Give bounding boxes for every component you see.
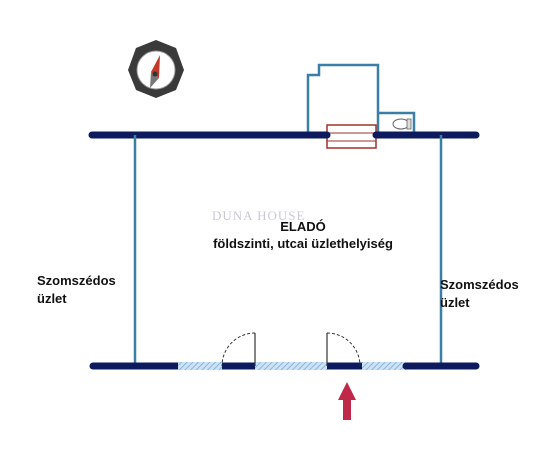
door-arc	[221, 332, 256, 367]
compass-north-label: É	[165, 100, 174, 111]
neighbor-left-line1: Szomszédos	[37, 273, 116, 288]
annex-wall	[306, 63, 380, 133]
compass-icon: NY K É	[117, 40, 204, 111]
compass-pivot	[152, 71, 158, 77]
listing-title: ELADÓ földszinti, utcai üzlethelyiség	[183, 218, 423, 252]
compass-needle-tail	[150, 72, 159, 88]
compass-east-label: K	[117, 78, 127, 86]
door-right-swing	[326, 332, 361, 367]
entrance-arrow-icon	[338, 382, 356, 420]
neighbor-right-line2: üzlet	[440, 295, 470, 310]
brand-watermark: DUNA HOUSE	[212, 208, 306, 223]
compass-west-label: NY	[193, 59, 205, 73]
neighbor-right-label: Szomszédos üzlet	[440, 276, 519, 312]
stair-outline	[326, 124, 377, 149]
toilet-tank-icon	[406, 118, 412, 130]
neighbor-left-line2: üzlet	[37, 291, 67, 306]
shop-window	[178, 362, 222, 370]
shop-window	[362, 362, 406, 370]
listing-status: ELADÓ	[280, 219, 326, 234]
neighbor-right-line1: Szomszédos	[440, 277, 519, 292]
door-arc	[326, 332, 361, 367]
annex-wc-wall	[378, 111, 416, 133]
neighbor-left-label: Szomszédos üzlet	[37, 272, 116, 308]
rear-annex	[306, 63, 416, 149]
door-left-swing	[221, 332, 256, 367]
shop-window	[255, 362, 327, 370]
compass-ring	[136, 50, 176, 90]
listing-description: földszinti, utcai üzlethelyiség	[213, 236, 393, 251]
